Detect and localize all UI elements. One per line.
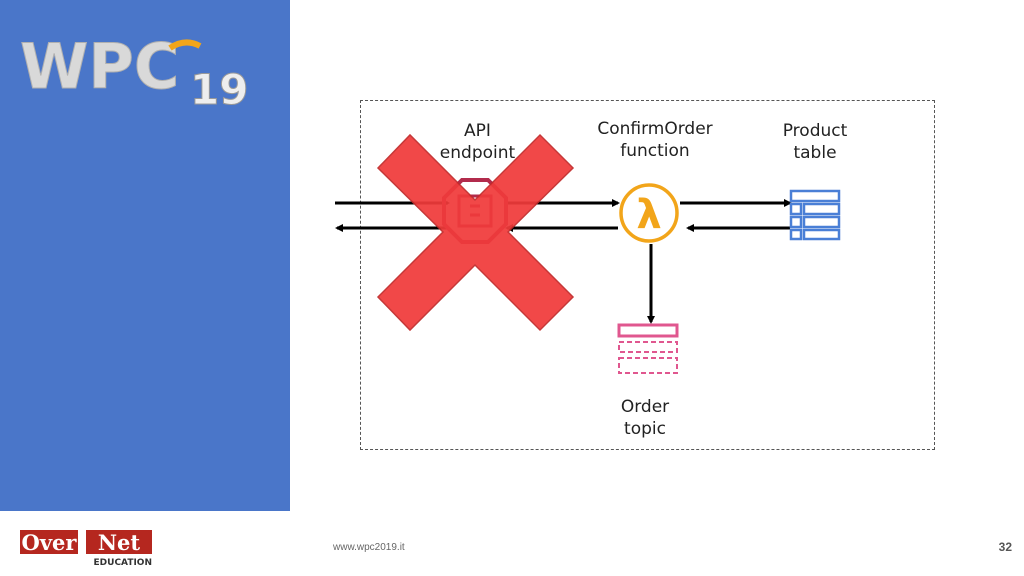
footer-url[interactable]: www.wpc2019.it — [333, 542, 405, 553]
diagram-boundary — [360, 100, 935, 450]
topic-icon — [617, 323, 679, 374]
overnet-logo: Over Net EDUCATION — [20, 530, 152, 568]
overnet-logo-part2: Net — [98, 530, 141, 555]
overnet-logo-subtitle: EDUCATION — [94, 558, 152, 568]
lambda-function-icon: λ — [619, 183, 679, 243]
api-endpoint-label: API endpoint — [439, 121, 516, 163]
overnet-logo-part1: Over — [22, 530, 78, 555]
wpc-logo-text: WPC — [20, 30, 179, 103]
lambda-symbol: λ — [636, 192, 661, 238]
order-topic-label: Order topic — [620, 397, 670, 439]
function-label: ConfirmOrder function — [597, 119, 713, 161]
removed-cross-icon — [376, 133, 575, 332]
wpc-logo: WPC 19 — [20, 30, 249, 110]
wpc-logo-swoosh — [168, 39, 202, 51]
sidebar-panel: WPC 19 — [0, 0, 290, 511]
table-icon — [789, 189, 841, 241]
product-table-label: Product table — [782, 121, 848, 163]
page-number: 32 — [998, 540, 1012, 554]
wpc-logo-year: 19 — [190, 65, 248, 110]
